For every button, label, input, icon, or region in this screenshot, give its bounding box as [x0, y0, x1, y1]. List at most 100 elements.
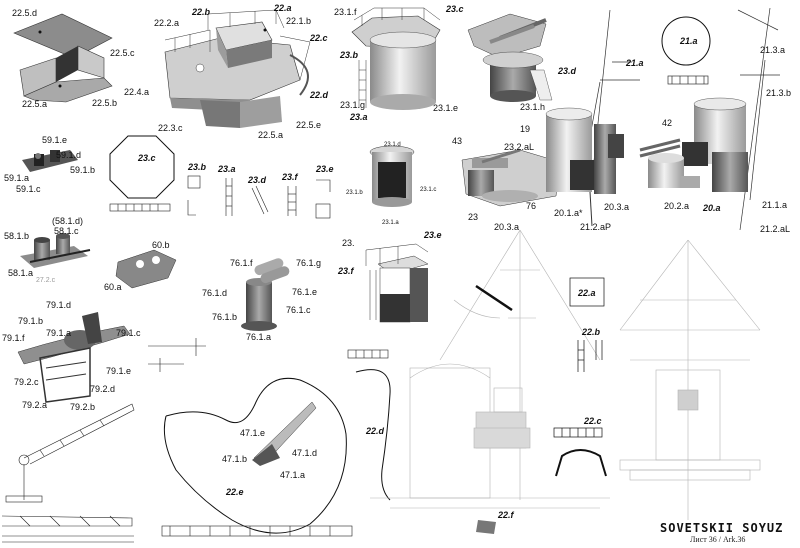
part-79-1-side-views	[148, 338, 206, 372]
label-23-dot: 23.	[342, 238, 355, 248]
sheet-title: SOVETSKII SOYUZ	[660, 521, 784, 535]
label-76-1-a: 76.1.a	[246, 332, 272, 342]
label-22-a: 22.a	[274, 3, 292, 13]
label-23-1-g: 23.1.g	[340, 100, 366, 110]
label-22-3-c: 22.3.c	[158, 123, 183, 133]
part-60	[115, 249, 177, 289]
label-59-1-a: 59.1.a	[4, 173, 30, 183]
part-21-a-disc	[661, 16, 711, 66]
label-22-5-d: 22.5.d	[12, 8, 38, 18]
label-22-e: 22.e	[226, 487, 244, 497]
label-22-5-b: 22.5.b	[92, 98, 118, 108]
part-22-e-rail	[163, 377, 347, 534]
label-76-1-g: 76.1.g	[296, 258, 322, 268]
label-23-b-small: 23.b	[188, 162, 207, 172]
label-23-1-f: 23.1.f	[334, 7, 357, 17]
part-22-5	[13, 13, 113, 103]
label-76-1-b: 76.1.b	[212, 312, 238, 322]
right-assembly	[639, 97, 748, 192]
label-22-5-c: 22.5.c	[110, 48, 135, 58]
label-20-3-a-left: 20.3.a	[494, 222, 520, 232]
label-58-1-d: (58.1.d)	[52, 216, 84, 226]
part-76-1	[241, 258, 290, 331]
label-59-1-d: 59.1.d	[56, 150, 82, 160]
label-23-f-small: 23.f	[282, 172, 298, 182]
label-23-e-box: 23.e	[424, 230, 442, 240]
label-23-1-b: 23.1.b	[346, 190, 363, 196]
label-58-1-a: 58.1.a	[8, 268, 34, 278]
label-76-1-e: 76.1.e	[292, 287, 318, 297]
ghost-elevation-left	[370, 229, 610, 509]
label-21-3-a: 21.3.a	[760, 45, 786, 55]
label-21-2-aL: 21.2.aL	[760, 224, 791, 234]
label-23-1-a: 23.1.a	[382, 220, 399, 226]
label-23-c-oct: 23.c	[138, 153, 156, 163]
label-22-a-box: 22.a	[578, 288, 596, 298]
label-42: 42	[662, 118, 673, 128]
label-22-5-a: 22.5.a	[258, 130, 284, 140]
part-22-d-rail	[355, 369, 391, 501]
label-60-a: 60.a	[104, 282, 122, 292]
label-22-b: 22.b	[192, 7, 211, 17]
label-20-a: 20.a	[703, 203, 721, 213]
label-60-b: 60.b	[152, 240, 170, 250]
part-23-cylinder	[351, 7, 441, 110]
part-23-d-turret	[467, 13, 553, 102]
label-22-5-e: 22.5.e	[296, 120, 322, 130]
right-small-parts	[476, 277, 607, 534]
bottom-rails	[161, 349, 389, 537]
label-22-1-b: 22.1.b	[286, 16, 312, 26]
railing-parts-row	[109, 175, 331, 219]
label-76: 76	[526, 201, 537, 211]
label-79-1-b: 79.1.b	[18, 316, 44, 326]
part-58-1	[20, 233, 91, 268]
label-79-2-b: 79.2.b	[70, 402, 96, 412]
label-58-1-b: 58.1.b	[4, 231, 30, 241]
label-59-1-e: 59.1.e	[42, 135, 68, 145]
label-79-1-a: 79.1.a	[46, 328, 72, 338]
label-23-2-aL: 23.2.aL	[504, 142, 535, 152]
label-79-1-c: 79.1.c	[116, 328, 141, 338]
ghost-elevation-right	[619, 239, 761, 520]
label-23-1-d: 23.1.d	[384, 142, 401, 148]
label-79-2-d: 79.2.d	[90, 384, 116, 394]
label-22-d: 22.d	[310, 90, 329, 100]
label-23-a-small: 23.a	[218, 164, 236, 174]
label-76-1-c: 76.1.c	[286, 305, 311, 315]
label-21-2-aP: 21.2.aP	[580, 222, 612, 232]
label-79-2-a: 79.2.a	[22, 400, 48, 410]
label-21-1-a: 21.1.a	[762, 200, 788, 210]
part-black-rod	[475, 284, 513, 312]
label-23: 23	[468, 212, 479, 222]
label-22-f: 22.f	[498, 510, 514, 520]
label-79-1-f: 79.1.f	[2, 333, 25, 343]
label-79-2-c: 79.2.c	[14, 377, 39, 387]
label-47-1-d: 47.1.d	[292, 448, 318, 458]
part-59-1	[22, 150, 78, 172]
label-23-d: 23.d	[558, 66, 577, 76]
label-59-1-c: 59.1.c	[16, 184, 41, 194]
label-20-3-a-right: 20.3.a	[604, 202, 630, 212]
label-76-1-f: 76.1.f	[230, 258, 253, 268]
label-20-1-a: 20.1.a*	[554, 208, 583, 218]
label-21-3-b: 21.3.b	[766, 88, 792, 98]
label-23-b: 23.b	[340, 50, 359, 60]
label-22-2-a: 22.2.a	[154, 18, 180, 28]
label-23-f-box: 23.f	[338, 266, 354, 276]
label-58-1-c: 58.1.c	[54, 226, 79, 236]
label-47-1-b: 47.1.b	[222, 454, 248, 464]
label-21-a-top: 21.a	[626, 58, 644, 68]
label-79-1-d: 79.1.d	[46, 300, 72, 310]
label-23-e-small: 23.e	[316, 164, 334, 174]
sheet-subtitle: Лист 36 / Ark.36	[690, 535, 746, 544]
label-23-a: 23.a	[350, 112, 368, 122]
label-20-2-a: 20.2.a	[664, 201, 690, 211]
label-22-5-a-top: 22.5.a	[22, 99, 48, 109]
label-22-d-curve: 22.d	[366, 426, 385, 436]
part-23-box	[365, 243, 429, 323]
label-27-2-c: 27.2.c	[36, 277, 56, 284]
label-47-1-a: 47.1.a	[280, 470, 306, 480]
label-59-1-b: 59.1.b	[70, 165, 96, 175]
